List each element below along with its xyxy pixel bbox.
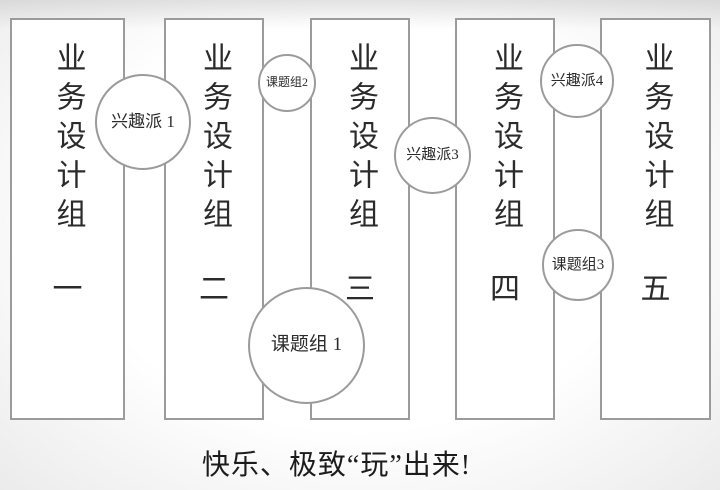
slogan-caption: 快乐、极致“玩”出来! [201,450,472,481]
column-number-2: 二 [199,273,229,306]
column-group-5: 业务设计组 五 [600,18,711,420]
column-label-3: 业务设计组 [344,42,377,237]
column-group-2: 业务设计组 二 [164,18,264,420]
column-label-4: 业务设计组 [489,42,522,237]
column-label-1: 业务设计组 [51,42,85,237]
circle-node-xingqupai-3: 兴趣派3 [394,117,471,194]
column-number-4: 四 [490,273,520,306]
column-number-1: 一 [52,273,83,306]
column-number-5: 五 [640,273,671,306]
circle-node-xingqupai-4: 兴趣派4 [540,44,614,118]
column-group-4: 业务设计组 四 [455,18,555,420]
column-number-3: 三 [345,273,375,306]
circle-node-ketizu-2: 课题组2 [258,54,316,112]
circle-node-ketizu-1: 课题组 1 [248,287,365,404]
circle-node-xingqupai-1: 兴趣派 1 [95,74,191,170]
column-label-5: 业务设计组 [639,42,673,237]
circle-node-ketizu-3: 课题组3 [542,229,614,301]
column-label-2: 业务设计组 [198,42,231,237]
column-group-1: 业务设计组 一 [10,18,125,420]
